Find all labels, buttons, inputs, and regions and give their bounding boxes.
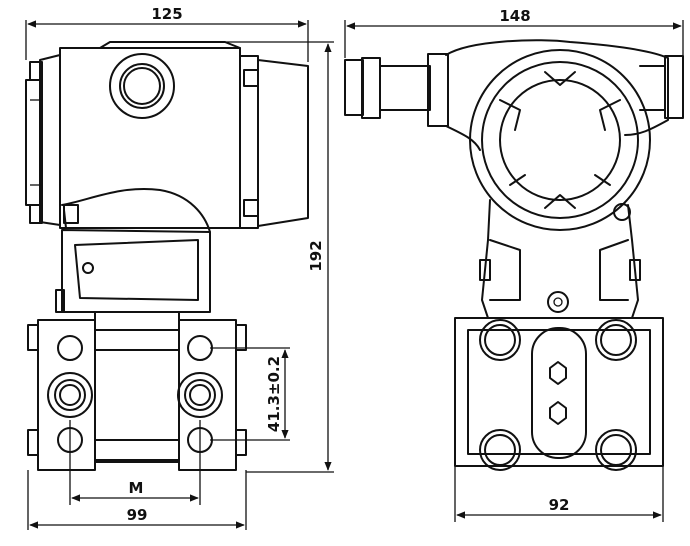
dim-m: M <box>129 479 144 497</box>
dimension-lines <box>25 20 684 530</box>
dim-99: 99 <box>127 506 148 524</box>
dim-125: 125 <box>151 5 182 23</box>
dim-192: 192 <box>307 240 325 271</box>
dim-148: 148 <box>499 7 530 25</box>
front-view <box>344 39 684 471</box>
dim-41-3: 41.3±0.2 <box>265 356 283 432</box>
dim-92: 92 <box>549 496 570 514</box>
side-view <box>25 41 309 471</box>
